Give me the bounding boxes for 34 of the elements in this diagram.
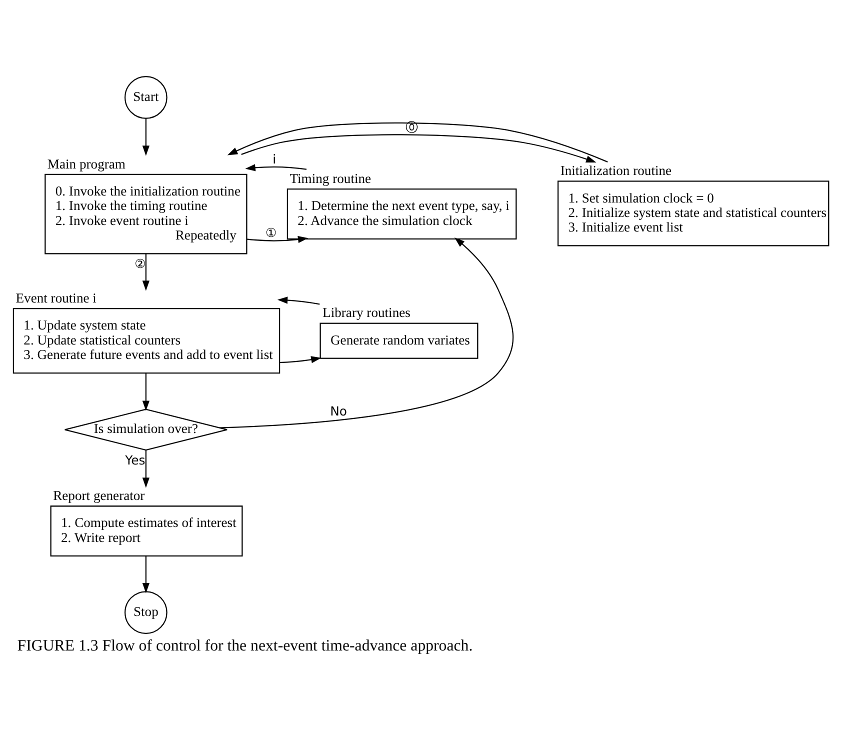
arrow (279, 356, 322, 363)
arrow (142, 372, 150, 410)
edge-label: ① (266, 224, 277, 240)
arrow (246, 235, 308, 242)
arrow (142, 118, 150, 156)
edge-label: i (272, 150, 276, 166)
node-diamond: Is simulation over? (64, 408, 228, 450)
arrow (277, 296, 320, 304)
node-box: 1. Update system state 2. Update statistical counters 3. Generate future events and add to event list (12, 308, 280, 374)
node-label: Library routines (322, 304, 410, 320)
node-circle: Start (124, 76, 168, 118)
node-box: 0. Invoke the initialization routine 1. Invoke the timing routine 2. Invoke event routine i Repeatedly (44, 173, 248, 254)
edge-label: Yes (125, 452, 146, 467)
arrow (241, 134, 596, 162)
node-label: Initialization routine (560, 162, 672, 178)
node-label: Report generator (53, 488, 145, 503)
edge-label: ⓪ (405, 118, 418, 134)
node-label: Timing routine (290, 170, 372, 186)
node-box: 1. Determine the next event type, say, i 2. Advance the simulation clock (286, 188, 517, 239)
arrow (220, 237, 514, 428)
arrow (227, 122, 608, 162)
node-box: 1. Compute estimates of interest 2. Write report (50, 505, 243, 556)
arrow (142, 555, 150, 593)
node-box: 1. Set simulation clock = 0 2. Initialize system state and statistical counters 3. Initialize event list (558, 180, 830, 246)
arrow (142, 450, 150, 488)
edge-label: ② (134, 255, 146, 270)
arrow (245, 164, 307, 171)
caption: FIGURE 1.3 Flow of control for the next-event time-advance approach. (17, 637, 473, 654)
arrow (142, 252, 150, 290)
edge-label: No (330, 403, 348, 418)
node-label: Main program (47, 156, 126, 171)
node-circle: Stop (124, 590, 168, 634)
node-label: Event routine i (16, 290, 96, 305)
node-box: Generate random variates (320, 322, 478, 358)
